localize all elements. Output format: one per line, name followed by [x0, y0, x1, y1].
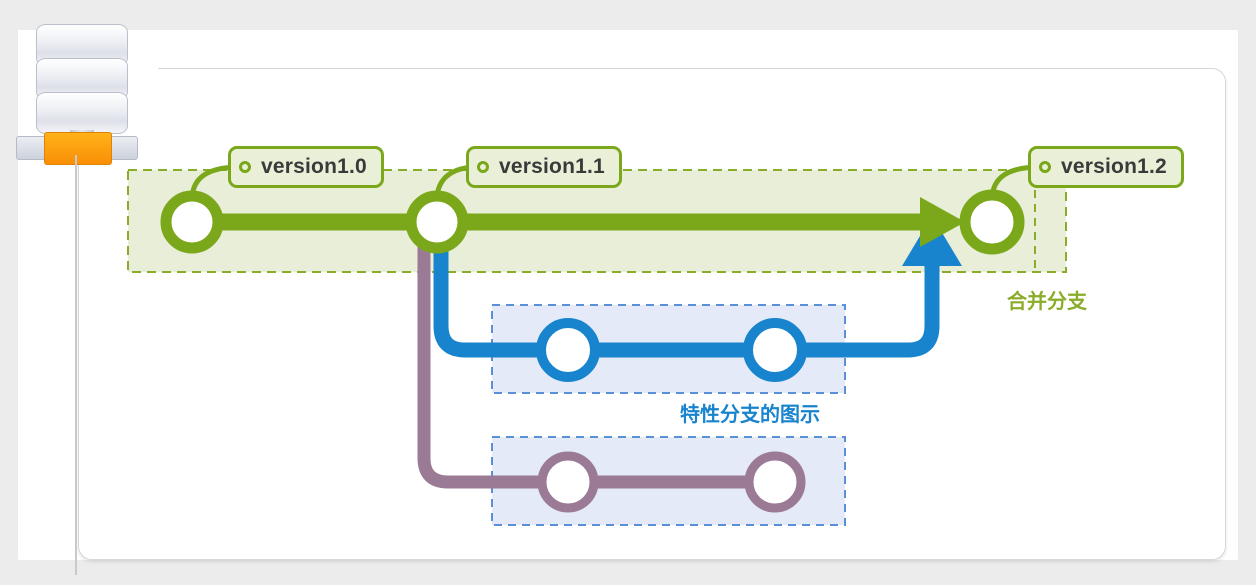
version-tag-v12[interactable]: version1.2	[1028, 146, 1184, 188]
repository-database-icon	[16, 22, 138, 165]
master-merge-commit-node-v12	[959, 189, 1025, 255]
version-tag-label: version1.0	[261, 155, 367, 178]
version-tag-v10[interactable]: version1.0	[228, 146, 384, 188]
release-branch-path	[417, 228, 790, 489]
feature-commit-node	[743, 318, 807, 382]
feature-branch-path	[433, 228, 940, 358]
version-tag-v11[interactable]: version1.1	[466, 146, 622, 188]
tag-anchor-dot-icon	[1039, 161, 1051, 173]
tag-anchor-dot-icon	[239, 161, 251, 173]
version-tag-label: version1.2	[1061, 155, 1167, 178]
tag-anchor-dot-icon	[477, 161, 489, 173]
master-merge-arrowhead	[920, 197, 965, 247]
version-tag-label: version1.1	[499, 155, 605, 178]
merge-branch-label: 合并分支	[1007, 291, 1087, 313]
database-orange-marker	[44, 132, 112, 165]
master-commit-node-v10	[160, 190, 224, 254]
feature-commit-node	[536, 318, 600, 382]
feature-merge-arrowhead	[902, 216, 962, 266]
repository-connector-line	[75, 155, 77, 575]
release-commit-node	[744, 451, 806, 513]
feature-branch-label: 特性分支的图示	[680, 404, 820, 426]
release-commit-node	[537, 451, 599, 513]
master-commit-node-v11	[405, 190, 469, 254]
